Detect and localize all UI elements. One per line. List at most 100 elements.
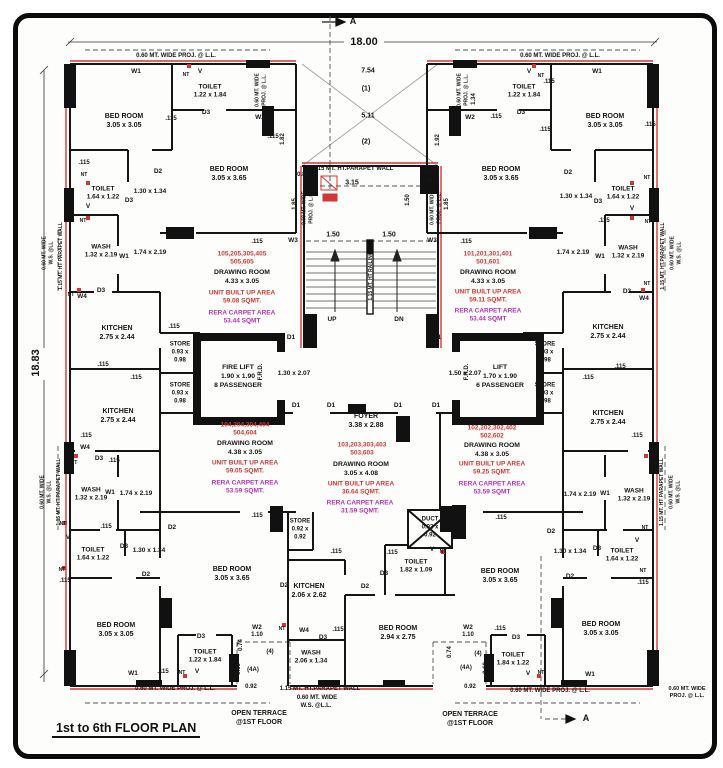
unit-area: UNIT BUILT UP AREA 59.08 SQMT.: [208, 289, 276, 305]
dim: 0.87: [425, 170, 437, 177]
frd-label: F.R.D.: [464, 363, 471, 381]
nt-label: NT: [278, 625, 286, 632]
room-store: STORE 0.93 x 0.98: [534, 382, 556, 404]
window-label: W4: [299, 626, 309, 634]
dim: 1.85: [444, 198, 451, 210]
door-label: D2: [167, 523, 177, 531]
door-label: D3: [124, 196, 134, 204]
dim: 0.92: [464, 684, 476, 691]
dim: .115: [582, 375, 594, 382]
vent-label: V: [194, 667, 200, 675]
unit-numbers: 102,202,302,402 502,602: [467, 424, 517, 440]
dim: .115: [59, 578, 71, 585]
vent-label: V: [629, 204, 635, 212]
dim: .115: [539, 127, 551, 134]
note-parapet: 1.15 MT. HT.PARAPET WALL: [312, 166, 394, 173]
dim: 1.10: [462, 632, 474, 639]
window-label: W3: [288, 236, 298, 244]
door-label: D3: [318, 633, 328, 641]
window-label: W1: [595, 252, 605, 260]
nt-label: NT: [59, 520, 67, 527]
unit-area: UNIT BUILT UP AREA 59.11 SQMT.: [454, 288, 522, 304]
unit-numbers: 105,205,305,405 505,605: [217, 250, 267, 266]
room-drawing: DRAWING ROOM 4.33 x 3.05: [460, 269, 516, 285]
dim: .115: [631, 433, 643, 440]
nt-label: NT: [643, 280, 651, 287]
dim: .115: [614, 364, 626, 371]
unit-area: UNIT BUILT UP AREA 59.05 SQMT.: [211, 459, 279, 475]
dim: 0.60: [483, 662, 490, 674]
note-parapet: 1.15 MT. HT PARAPET WALL: [658, 458, 665, 526]
dim: .115: [251, 239, 263, 246]
rera-area: RERA CARPET AREA 53.59 SQMT: [458, 480, 526, 496]
vent-label: V: [65, 533, 71, 541]
room-store: STORE 0.93 x 0.98: [169, 341, 191, 363]
dim: .115: [598, 218, 610, 225]
open-terrace-label: OPEN TERRACE @1ST FLOOR: [231, 709, 287, 726]
dim: .115: [386, 550, 398, 557]
door-label: D2: [141, 570, 151, 578]
window-label: W1: [592, 67, 602, 75]
window-label: W2: [252, 623, 262, 631]
dim: .115: [644, 122, 656, 129]
nt-label: NT: [178, 669, 186, 676]
window-label: W1: [131, 67, 141, 75]
note-ws: 0.60 MT. WIDE W.S. @LL: [668, 475, 682, 509]
drawing-sheet-border: [13, 13, 717, 759]
room-bedroom: BED ROOM 3.05 x 3.05: [104, 112, 144, 129]
door-label: D2: [565, 572, 575, 580]
window-label: W2: [463, 623, 473, 631]
note-proj: 0.60 MT. WIDE PROJ. @ L.L.: [429, 191, 443, 225]
section-marker: A: [349, 16, 357, 27]
note-parapet: 1.15 MT. HT PARAPET WALL: [57, 222, 64, 290]
dim: 1.82: [280, 133, 287, 145]
note-ws: 0.60 MT. WIDE W.S. @LL: [39, 475, 53, 509]
room-store: STORE 0.93 x 0.98: [534, 341, 556, 363]
vent-label: V: [85, 202, 91, 210]
nt-label: NT: [182, 71, 190, 78]
room-kitchen: KITCHEN 2.75 x 2.44: [590, 323, 626, 340]
door-label: D3: [96, 286, 106, 294]
note-parapet: 1.15 MT. HT.PARAPET WALL: [659, 222, 666, 290]
room-kitchen: KITCHEN 2.75 x 2.44: [99, 324, 135, 341]
note-railing: 1.15 MT. HT RAILING: [367, 251, 374, 301]
room-toilet: TOILET 1.64 x 1.22: [86, 185, 120, 201]
ref-mark: (2): [361, 138, 371, 146]
door-label: D3: [622, 287, 632, 295]
nt-label: NT: [537, 72, 545, 79]
note-ws: 0.60 MT. WIDE W.S. @LL: [41, 236, 55, 270]
dim: .115: [330, 549, 342, 556]
dim: .115: [251, 513, 263, 520]
ref-mark: (4): [266, 649, 274, 656]
dim: 0.87: [297, 172, 309, 179]
dim: .115: [80, 433, 92, 440]
nt-label: NT: [439, 548, 447, 555]
rera-area: RERA CARPET AREA 31.59 SQMT.: [326, 499, 394, 515]
room-bedroom: BED ROOM 3.05 x 3.65: [481, 165, 521, 182]
dim: .115: [543, 79, 555, 86]
dim: 1.30 x 1.34: [132, 546, 166, 554]
door-label: D1: [393, 401, 403, 409]
window-label: W4: [80, 443, 90, 451]
room-wash: WASH 1.32 x 2.19: [74, 486, 108, 502]
rera-area: RERA CARPET AREA 53.44 SQMT: [208, 309, 276, 325]
nt-label: NT: [644, 218, 652, 225]
door-label: D2: [546, 527, 556, 535]
door-label: D3: [379, 569, 389, 577]
stair-dn-label: DN: [394, 315, 404, 323]
dim: 0.92: [245, 684, 257, 691]
door-label: D1: [286, 333, 296, 341]
room-drawing: DRAWING ROOM 4.33 x 3.05: [214, 269, 270, 285]
dim: 1.50: [405, 194, 412, 206]
dim: .115: [97, 362, 109, 369]
dim: 1.74 x 2.19: [133, 248, 167, 256]
vent-label: V: [634, 536, 640, 544]
dim: .115: [100, 524, 112, 531]
room-drawing: DRAWING ROOM 4.38 x 3.05: [464, 442, 520, 458]
nt-label: NT: [80, 171, 88, 178]
note-proj: 0.60 MT. WIDE PROJ. @ L.L.: [668, 685, 706, 699]
room-toilet: TOILET 1.22 x 1.84: [193, 83, 227, 99]
dim: 0.74: [238, 639, 245, 651]
nt-label: NT: [537, 669, 545, 676]
